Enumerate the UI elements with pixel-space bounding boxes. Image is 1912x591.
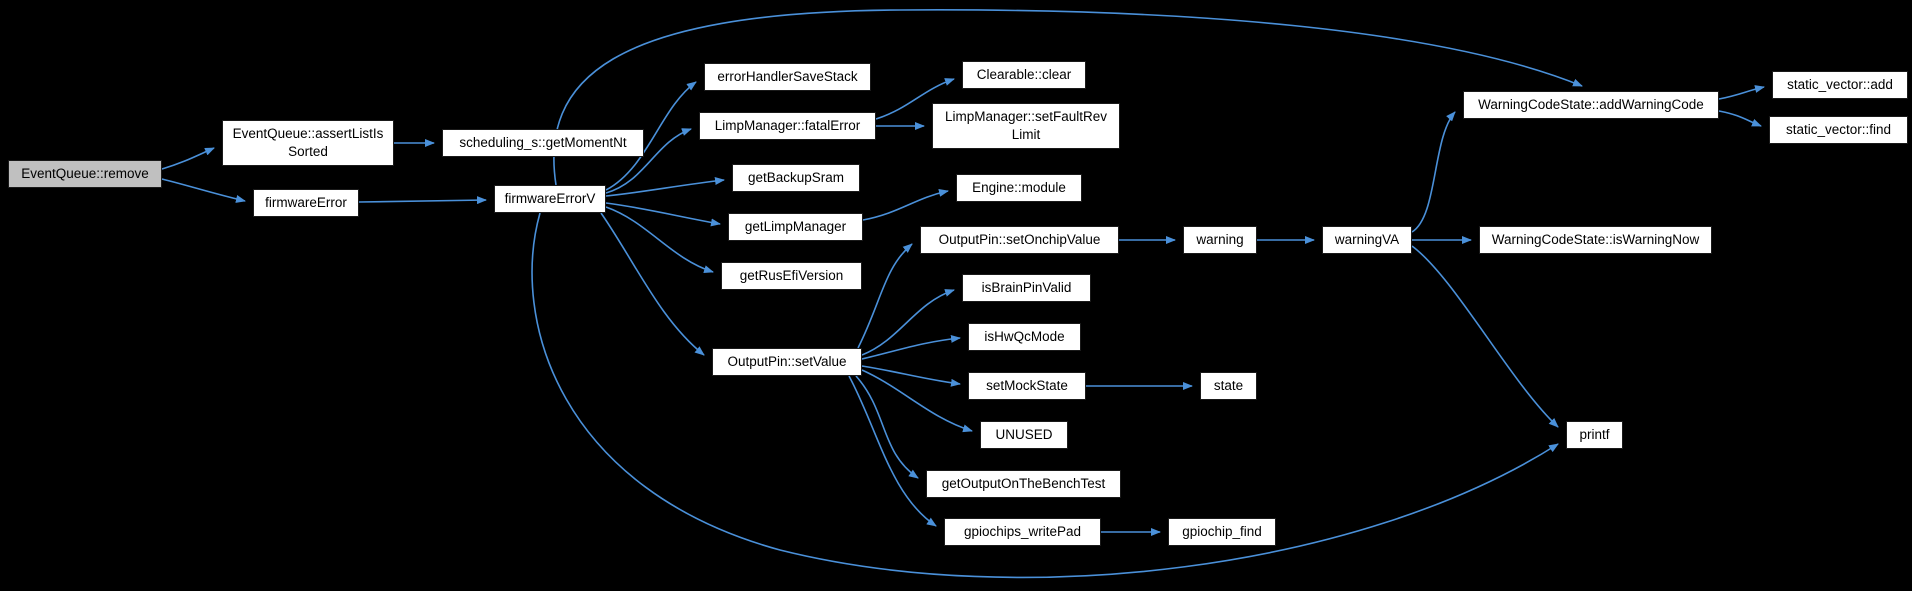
node-limpmanager-setfaultrevlimit[interactable]: LimpManager::setFaultRev Limit [932,103,1120,149]
edge-warningVA-addWarningCode [1411,111,1456,233]
edge-addWarningCode-staticVectorAdd [1718,85,1765,100]
node-state[interactable]: state [1200,372,1257,400]
edge-firmwareErrorV-errorHandlerSaveStack [605,81,697,191]
node-firmwareerror[interactable]: firmwareError [253,189,359,217]
node-warningva[interactable]: warningVA [1322,226,1412,254]
node-limpmanager-fatalerror[interactable]: LimpManager::fatalError [699,112,876,140]
node-outputpin-setvalue[interactable]: OutputPin::setValue [712,348,862,376]
node-printf[interactable]: printf [1566,421,1623,449]
edge-firmwareErrorV-addWarningCode [553,9,1583,186]
edge-firmwareErrorV-setValue [600,212,705,356]
edge-addWarningCode-staticVectorFind [1718,110,1762,127]
node-firmwareerrorv[interactable]: firmwareErrorV [494,185,606,213]
edge-fatalError-clear [875,78,955,120]
node-scheduling-getmomentnt[interactable]: scheduling_s::getMomentNt [442,129,644,157]
node-eventqueue-remove: EventQueue::remove [8,160,162,188]
edge-firmwareErrorV-fatalError [605,128,692,194]
node-gpiochips-writepad[interactable]: gpiochips_writePad [944,518,1101,546]
edge-warningVA-printf [1411,245,1559,428]
edge-remove-assertListIsSorted [161,147,215,170]
edge-firmwareErrorV-getLimpManager [605,202,721,227]
edge-setValue-getOutputOnTheBenchTest [855,375,919,479]
edge-setValue-unused [861,369,973,433]
node-engine-module[interactable]: Engine::module [956,174,1082,202]
node-static-vector-add[interactable]: static_vector::add [1772,71,1908,99]
node-warningcodestate-addwarningcode[interactable]: WarningCodeState::addWarningCode [1463,91,1719,119]
edge-firmwareErrorV-getRusEfiVersion [605,206,714,274]
node-static-vector-find[interactable]: static_vector::find [1769,116,1908,144]
node-setmockstate[interactable]: setMockState [968,372,1086,400]
node-warningcodestate-iswarningnow[interactable]: WarningCodeState::isWarningNow [1479,226,1712,254]
edge-setValue-gpiochipsWritePad [848,375,937,527]
edge-getLimpManager-engineModule [862,188,949,221]
node-ishwqcmode[interactable]: isHwQcMode [968,323,1081,351]
node-gpiochip-find[interactable]: gpiochip_find [1168,518,1276,546]
node-getoutputonthebenchtest[interactable]: getOutputOnTheBenchTest [926,470,1121,498]
edge-setValue-isBrainPinValid [861,289,955,356]
node-getrusefiversion[interactable]: getRusEfiVersion [721,262,862,290]
edge-setValue-setMockState [861,365,961,387]
node-isbrainpinvalid[interactable]: isBrainPinValid [962,274,1091,302]
edge-firmwareError-firmwareErrorV [358,196,487,205]
node-getbackupsram[interactable]: getBackupSram [732,164,860,192]
edge-setValue-isHwQcMode [861,334,961,360]
edge-remove-firmwareError [161,178,246,203]
node-unused[interactable]: UNUSED [980,421,1068,449]
node-outputpin-setonchipvalue[interactable]: OutputPin::setOnchipValue [920,226,1119,254]
edge-setValue-setOnchipValue [857,243,913,349]
node-warning[interactable]: warning [1183,226,1257,254]
edge-firmwareErrorV-getBackupSram [605,177,725,197]
node-errorhandlersavestack[interactable]: errorHandlerSaveStack [704,63,871,91]
node-clearable-clear[interactable]: Clearable::clear [962,61,1086,89]
node-getlimpmanager[interactable]: getLimpManager [728,213,863,241]
node-eventqueue-assertlistissorted[interactable]: EventQueue::assertListIs Sorted [222,120,394,166]
edge-firmwareErrorV-printf [531,212,1559,579]
